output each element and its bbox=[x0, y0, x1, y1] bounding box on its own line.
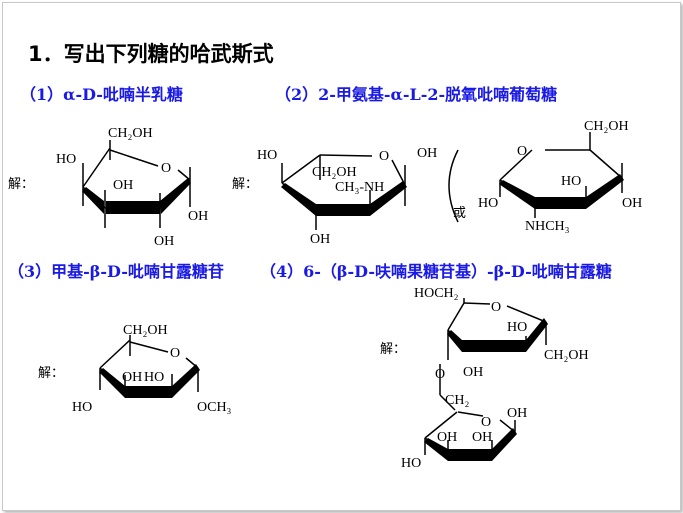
glucosamine-ch2oh: CH₂OH bbox=[312, 165, 357, 180]
alt-ch2oh: CH₂OH bbox=[584, 119, 629, 134]
disacch-ho: HO bbox=[507, 320, 527, 335]
disacch-oh: OH bbox=[463, 365, 483, 380]
disacch-oh-c3: OH bbox=[437, 430, 457, 445]
disacch-link-o: O bbox=[435, 367, 445, 382]
glucosamine-oh-right: OH bbox=[417, 146, 437, 161]
galactose-ho: HO bbox=[56, 152, 76, 167]
glucosamine-ho-top: HO bbox=[257, 148, 277, 163]
mannoside-och3: OCH₃ bbox=[197, 400, 232, 415]
question-3: （3）甲基-β-D-吡喃甘露糖苷 bbox=[8, 262, 224, 281]
alt-ring-o: O bbox=[517, 144, 527, 159]
mannoside-labels: CH₂OH O OH HO HO OCH₃ bbox=[72, 323, 232, 415]
mannoside-ho-c3: HO bbox=[144, 370, 164, 385]
glucosamine-oh-bottom: OH bbox=[310, 232, 330, 247]
disacch-furan-o: O bbox=[491, 300, 501, 315]
or-label: 或 bbox=[453, 205, 466, 220]
disacch-pyran-o: O bbox=[481, 415, 491, 430]
glucosamine-structure bbox=[281, 154, 407, 230]
disaccharide-structure bbox=[424, 298, 548, 461]
mannoside-structure bbox=[99, 335, 200, 398]
disaccharide-labels: HOCH₂ O HO OH CH₂OH O CH₂ O OH OH OH HO bbox=[401, 286, 589, 471]
disacch-oh-c2: OH bbox=[472, 430, 492, 445]
slide-title: 1．写出下列糖的哈武斯式 bbox=[28, 42, 274, 66]
alt-nhch3: NHCH₃ bbox=[525, 219, 570, 234]
galactose-structure bbox=[82, 140, 191, 228]
mannoside-ring-o: O bbox=[170, 346, 180, 361]
alt-oh-c1: OH bbox=[622, 196, 642, 211]
question-1: （1）α-D-吡喃半乳糖 bbox=[20, 85, 183, 104]
bracket-left bbox=[448, 149, 459, 223]
glucosamine-ring-o: O bbox=[379, 149, 389, 164]
galactose-labels: CH₂OH O HO OH OH OH bbox=[56, 126, 208, 249]
mannoside-ho-c4: HO bbox=[72, 400, 92, 415]
galactose-oh-c2: OH bbox=[154, 234, 174, 249]
glucosamine-alt-structure bbox=[499, 132, 624, 218]
disacch-ch2: CH₂ bbox=[445, 393, 469, 408]
answer-label-4: 解： bbox=[380, 342, 407, 357]
glucosamine-nh: CH₃-NH bbox=[335, 180, 384, 195]
galactose-oh-c1: OH bbox=[188, 209, 208, 224]
question-2: （2）2-甲氨基-α-L-2-脱氧吡喃葡萄糖 bbox=[275, 85, 558, 104]
alt-ho-c3: HO bbox=[561, 174, 581, 189]
question-4: （4）6-（β-D-呋喃果糖苷基）-β-D-吡喃甘露糖 bbox=[260, 262, 612, 281]
answer-label-2: 解： bbox=[232, 177, 259, 192]
alt-ho-c4: HO bbox=[478, 196, 498, 211]
disacch-ch2oh: CH₂OH bbox=[544, 348, 589, 363]
mannoside-ch2oh: CH₂OH bbox=[123, 323, 168, 338]
disacch-ho-c4: HO bbox=[401, 456, 421, 471]
mannoside-oh: OH bbox=[122, 370, 142, 385]
answer-label-3: 解： bbox=[38, 366, 65, 381]
galactose-ch2oh: CH₂OH bbox=[108, 126, 153, 141]
galactose-oh-c3: OH bbox=[113, 178, 133, 193]
glucosamine-alt-labels: CH₂OH O HO HO OH NHCH₃ bbox=[478, 119, 642, 234]
glucosamine-labels: HO CH₂OH CH₃-NH O OH OH bbox=[257, 146, 437, 247]
disacch-hoch2: HOCH₂ bbox=[414, 286, 459, 301]
galactose-ring-o: O bbox=[161, 161, 171, 176]
answer-label-1: 解： bbox=[8, 177, 35, 192]
disacch-oh-c1: OH bbox=[507, 406, 527, 421]
